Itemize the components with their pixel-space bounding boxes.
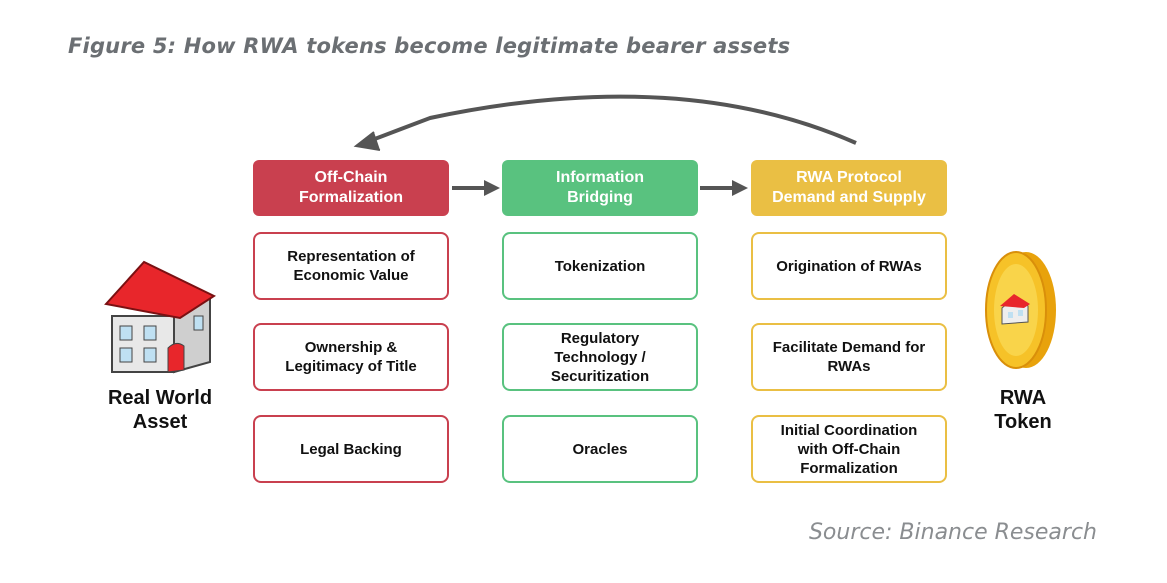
feedback-arc-arrowhead: [353, 131, 381, 151]
header-rwa-protocol: RWA Protocol Demand and Supply: [751, 160, 947, 216]
box-representation-economic-value: Representation of Economic Value: [253, 232, 449, 300]
box-origination-rwas: Origination of RWAs: [751, 232, 947, 300]
real-world-asset-label: Real World Asset: [107, 387, 213, 433]
box-ownership-legitimacy: Ownership & Legitimacy of Title: [253, 323, 449, 391]
house-icon: [104, 260, 216, 374]
source-credit: Source: Binance Research: [808, 520, 1097, 545]
box-legal-backing: Legal Backing: [253, 415, 449, 483]
header-offchain-formalization: Off-Chain Formalization: [253, 160, 449, 216]
rwa-coin-icon: [985, 251, 1056, 369]
box-facilitate-demand: Facilitate Demand for RWAs: [751, 323, 947, 391]
figure-title: Figure 5: How RWA tokens become legitima…: [68, 34, 791, 58]
box-initial-coordination: Initial Coordination with Off-Chain Form…: [751, 415, 947, 483]
box-oracles: Oracles: [502, 415, 698, 483]
header-information-bridging: Information Bridging: [502, 160, 698, 216]
rwa-token-label: RWA Token: [994, 387, 1052, 433]
box-tokenization: Tokenization: [502, 232, 698, 300]
box-regulatory-technology: Regulatory Technology / Securitization: [502, 323, 698, 391]
feedback-arc-arrow: [371, 94, 857, 145]
